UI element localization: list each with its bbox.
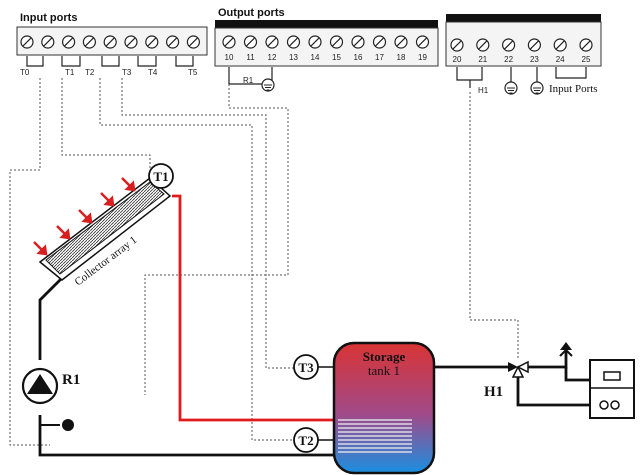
screw-icon [41,35,55,49]
relay-R1-wiring: R1 [228,67,275,92]
terminal-T2: T2 [85,68,95,77]
terminal-T4: T4 [148,68,158,77]
collector-array: Collector array 1 [38,177,172,288]
screw-icon [372,35,387,49]
screw-icon [394,35,408,49]
input-ports-heading: Input ports [20,12,77,24]
heat-exchanger-coil [338,419,412,453]
screw-icon [502,38,516,52]
relay-label: R1 [243,76,254,85]
screw-icon [527,38,542,52]
terminal-number: 18 [397,53,406,62]
terminal-number: 11 [246,53,255,62]
sensor-wires [9,78,519,446]
terminal-number: 14 [311,53,320,62]
screw-icon [579,38,593,52]
terminal-T1: T1 [65,68,75,77]
right-terminal-block: 20 21 22 23 24 25 [445,14,602,67]
screw-icon [450,38,464,52]
screw-icon [145,35,159,49]
sensor-T1-label: T1 [153,169,168,184]
expansion-vessel-icon [62,419,74,431]
output-terminal-block: 10 11 12 13 14 15 16 17 18 19 [214,20,439,67]
terminal-number: 16 [354,53,363,62]
input-screws [20,35,200,49]
terminal-T0: T0 [20,68,30,77]
valve-H1: H1 [484,360,529,400]
screw-icon [476,38,490,52]
terminal-number: 19 [418,53,427,62]
ground-icon-22 [504,67,518,95]
screw-icon [329,35,344,49]
sunlight-arrows [33,177,136,256]
screw-icon [103,35,117,49]
pump-R1: R1 [21,367,80,405]
screw-icon [20,35,34,49]
valve-label: H1 [484,384,503,400]
output-ports-heading: Output ports [218,7,285,19]
terminal-number: 17 [375,53,384,62]
terminal-number: 20 [453,55,462,64]
input-terminal-block [16,26,208,56]
return-pipe-collector [38,277,63,360]
tank-label-line1: Storage [363,349,406,364]
screw-icon [124,35,138,49]
tank-label-line2: tank 1 [368,363,400,378]
terminal-number: 13 [289,53,298,62]
terminal-number: 21 [478,55,487,64]
terminal-T3: T3 [122,68,132,77]
screw-icon [553,38,567,52]
sensor-T2: T2 [293,427,334,453]
screw-icon [415,35,430,49]
return-pipe-bottom [38,415,335,457]
terminal-number: 25 [582,55,591,64]
boiler-return-pipe [516,377,590,407]
terminal-number: 15 [332,53,341,62]
input-brackets [26,56,194,67]
screw-icon [265,35,279,49]
terminal-number: 24 [556,55,565,64]
input-ports-label-right: Input Ports [549,83,598,95]
sensor-T3-label: T3 [298,360,314,375]
screw-icon [222,35,236,49]
screw-icon [308,35,322,49]
screw-icon [351,35,365,49]
screw-icon [82,35,97,49]
heater-wiring [456,67,483,88]
valve-outlet-pipe [528,350,568,369]
ground-icon-23 [530,67,544,95]
sensor-T1: T1 [148,163,174,189]
terminal-T5: T5 [188,68,198,77]
terminal-number: 10 [225,53,234,62]
storage-tank: Storage tank 1 [332,341,436,475]
pump-label: R1 [62,372,80,388]
sensor-T3: T3 [293,354,334,380]
screw-icon [61,35,76,49]
terminal-number: 22 [504,55,513,64]
screw-icon [286,35,301,49]
heater-label: H1 [478,86,489,95]
screw-icon [243,35,258,49]
screw-icon [186,35,200,49]
sensor-T2-label: T2 [298,433,313,448]
screw-icon [166,35,180,49]
terminal-number: 23 [530,55,539,64]
hot-pipe [172,194,335,422]
right-screws: 20 21 22 23 24 25 [450,38,593,64]
boiler-unit [589,359,635,419]
output-screws: 10 11 12 13 14 15 16 17 18 19 [222,35,430,62]
terminal-number: 12 [268,53,277,62]
